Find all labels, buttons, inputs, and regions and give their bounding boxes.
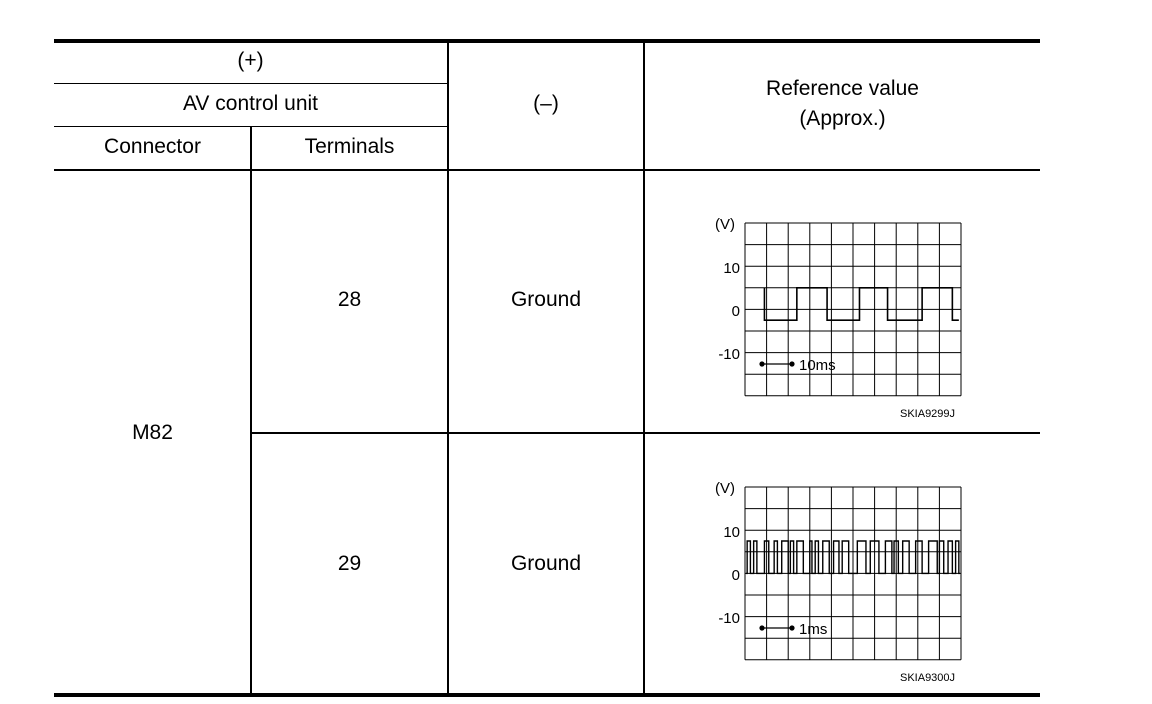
- waveform-trace-row1: [763, 287, 959, 321]
- table-bottom-rule: [54, 693, 1040, 697]
- header-terminals: Terminals: [304, 135, 395, 158]
- header-reference-line2: (Approx.): [799, 107, 886, 130]
- waveform-code-row2: SKIA9300J: [900, 672, 955, 684]
- waveform-ylabel-10-row2: 10: [723, 524, 740, 541]
- header-connector: Connector: [104, 135, 201, 158]
- waveform-timebase-row2: 1ms: [799, 621, 827, 638]
- waveform-timebase-row1: 10ms: [799, 357, 836, 374]
- minus-cell-row1: Ground: [510, 288, 582, 311]
- waveform-ylabel-10-row1: 10: [723, 260, 740, 277]
- waveform-ylabel-neg10-row2: -10: [718, 610, 740, 627]
- header-unit: AV control unit: [182, 92, 318, 115]
- col-divider-minus: [643, 41, 645, 694]
- waveform-grid-row1: [744, 222, 962, 397]
- header-bottom-rule: [54, 169, 1040, 171]
- waveform-code-row1: SKIA9299J: [900, 408, 955, 420]
- waveform-grid-row2: [744, 486, 962, 661]
- header-minus: (–): [533, 92, 559, 115]
- waveform-ylabel-0-row1: 0: [732, 303, 740, 320]
- header-reference-line1: Reference value: [766, 77, 919, 100]
- waveform-trace-row2: [746, 540, 960, 575]
- col-divider-terminals: [447, 41, 449, 694]
- waveform-chart-row1: (V) 10 0 -10 10ms SKIA9299J: [715, 216, 962, 420]
- terminal-cell-row1: 28: [337, 288, 362, 311]
- timebase-marker-row2: [759, 625, 795, 631]
- header-plus: (+): [237, 49, 264, 72]
- row-divider: [251, 432, 1040, 434]
- waveform-chart-row2: (V) 10 0 -10 1ms SKIA9300J: [715, 480, 962, 684]
- minus-cell-row2: Ground: [510, 552, 582, 575]
- waveform-unit-label-row2: (V): [715, 480, 735, 497]
- waveform-ylabel-0-row2: 0: [732, 567, 740, 584]
- header-rule-1: [54, 83, 447, 84]
- connector-cell: M82: [132, 421, 173, 444]
- terminal-cell-row2: 29: [337, 552, 362, 575]
- col-divider-connector: [250, 126, 252, 694]
- table-top-rule: [54, 39, 1040, 43]
- waveform-unit-label-row1: (V): [715, 216, 735, 233]
- waveform-ylabel-neg10-row1: -10: [718, 346, 740, 363]
- timebase-marker-row1: [759, 361, 795, 367]
